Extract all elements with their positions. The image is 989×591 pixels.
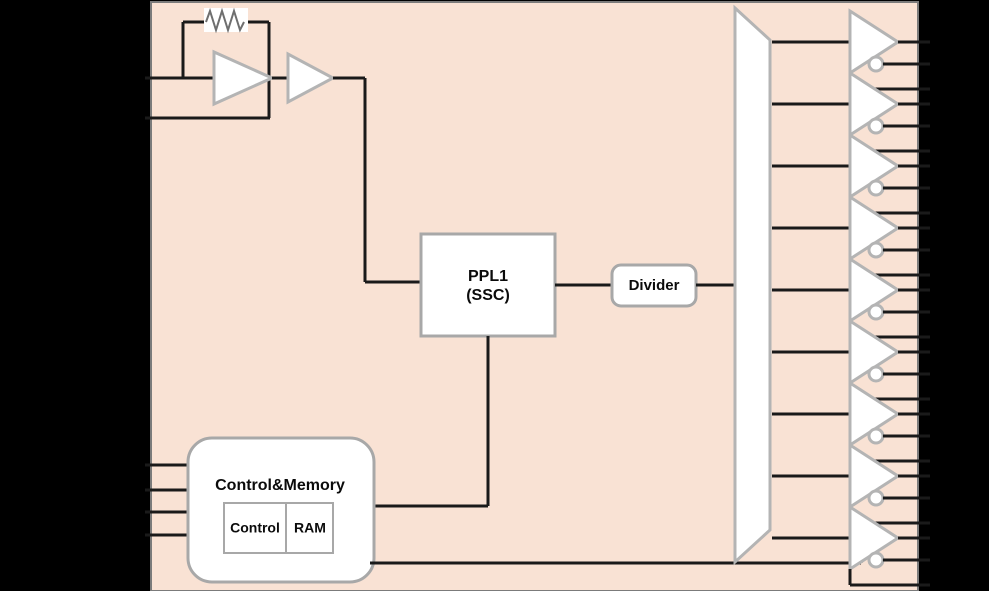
ram-subblock-label: RAM (294, 520, 326, 536)
output-channel-9 (772, 504, 930, 587)
output-channel-2 (772, 70, 930, 153)
wire-osc-to-pll (333, 76, 421, 284)
inverting-bubble-icon-2 (867, 117, 885, 135)
resistor-zigzag-icon (205, 7, 245, 34)
control-memory-block[interactable]: Control&Memory Control RAM (186, 436, 376, 584)
inverting-bubble-icon-4 (867, 241, 885, 259)
resistor-zigzag-symbol (204, 7, 248, 34)
output-channel-4 (772, 194, 930, 277)
wire-pll-to-control (372, 336, 490, 508)
output-channel-6 (772, 318, 930, 401)
inverting-bubble-icon-3 (867, 179, 885, 197)
pll-block-body[interactable] (419, 232, 557, 338)
inverting-bubble-icon-6 (867, 365, 885, 383)
pll-block[interactable]: PPL1 (SSC) (419, 232, 557, 338)
buffer-amplifier-icon (286, 51, 337, 105)
oscillator-amplifier-icon (212, 49, 276, 107)
ram-subblock[interactable] (285, 502, 334, 554)
inverting-bubble-icon-7 (867, 427, 885, 445)
inverting-bubble-icon-8 (867, 489, 885, 507)
divider-label: Divider (629, 277, 680, 294)
inverting-bubble-icon-9 (867, 551, 885, 569)
pll-label-line2: (SSC) (466, 287, 510, 304)
output-buffer-bank (772, 8, 930, 587)
oscillator-feedback-network (181, 20, 271, 118)
inverting-bubble-icon-5 (867, 303, 885, 321)
pll-label-line1: PPL1 (468, 268, 508, 285)
control-subblock-label: Control (230, 520, 280, 536)
divider-block[interactable]: Divider (610, 263, 698, 308)
fanout-distribution-buffer-icon[interactable] (733, 4, 772, 566)
control-memory-title: Control&Memory (215, 477, 345, 494)
inverting-bubble-icon-1 (867, 55, 885, 73)
